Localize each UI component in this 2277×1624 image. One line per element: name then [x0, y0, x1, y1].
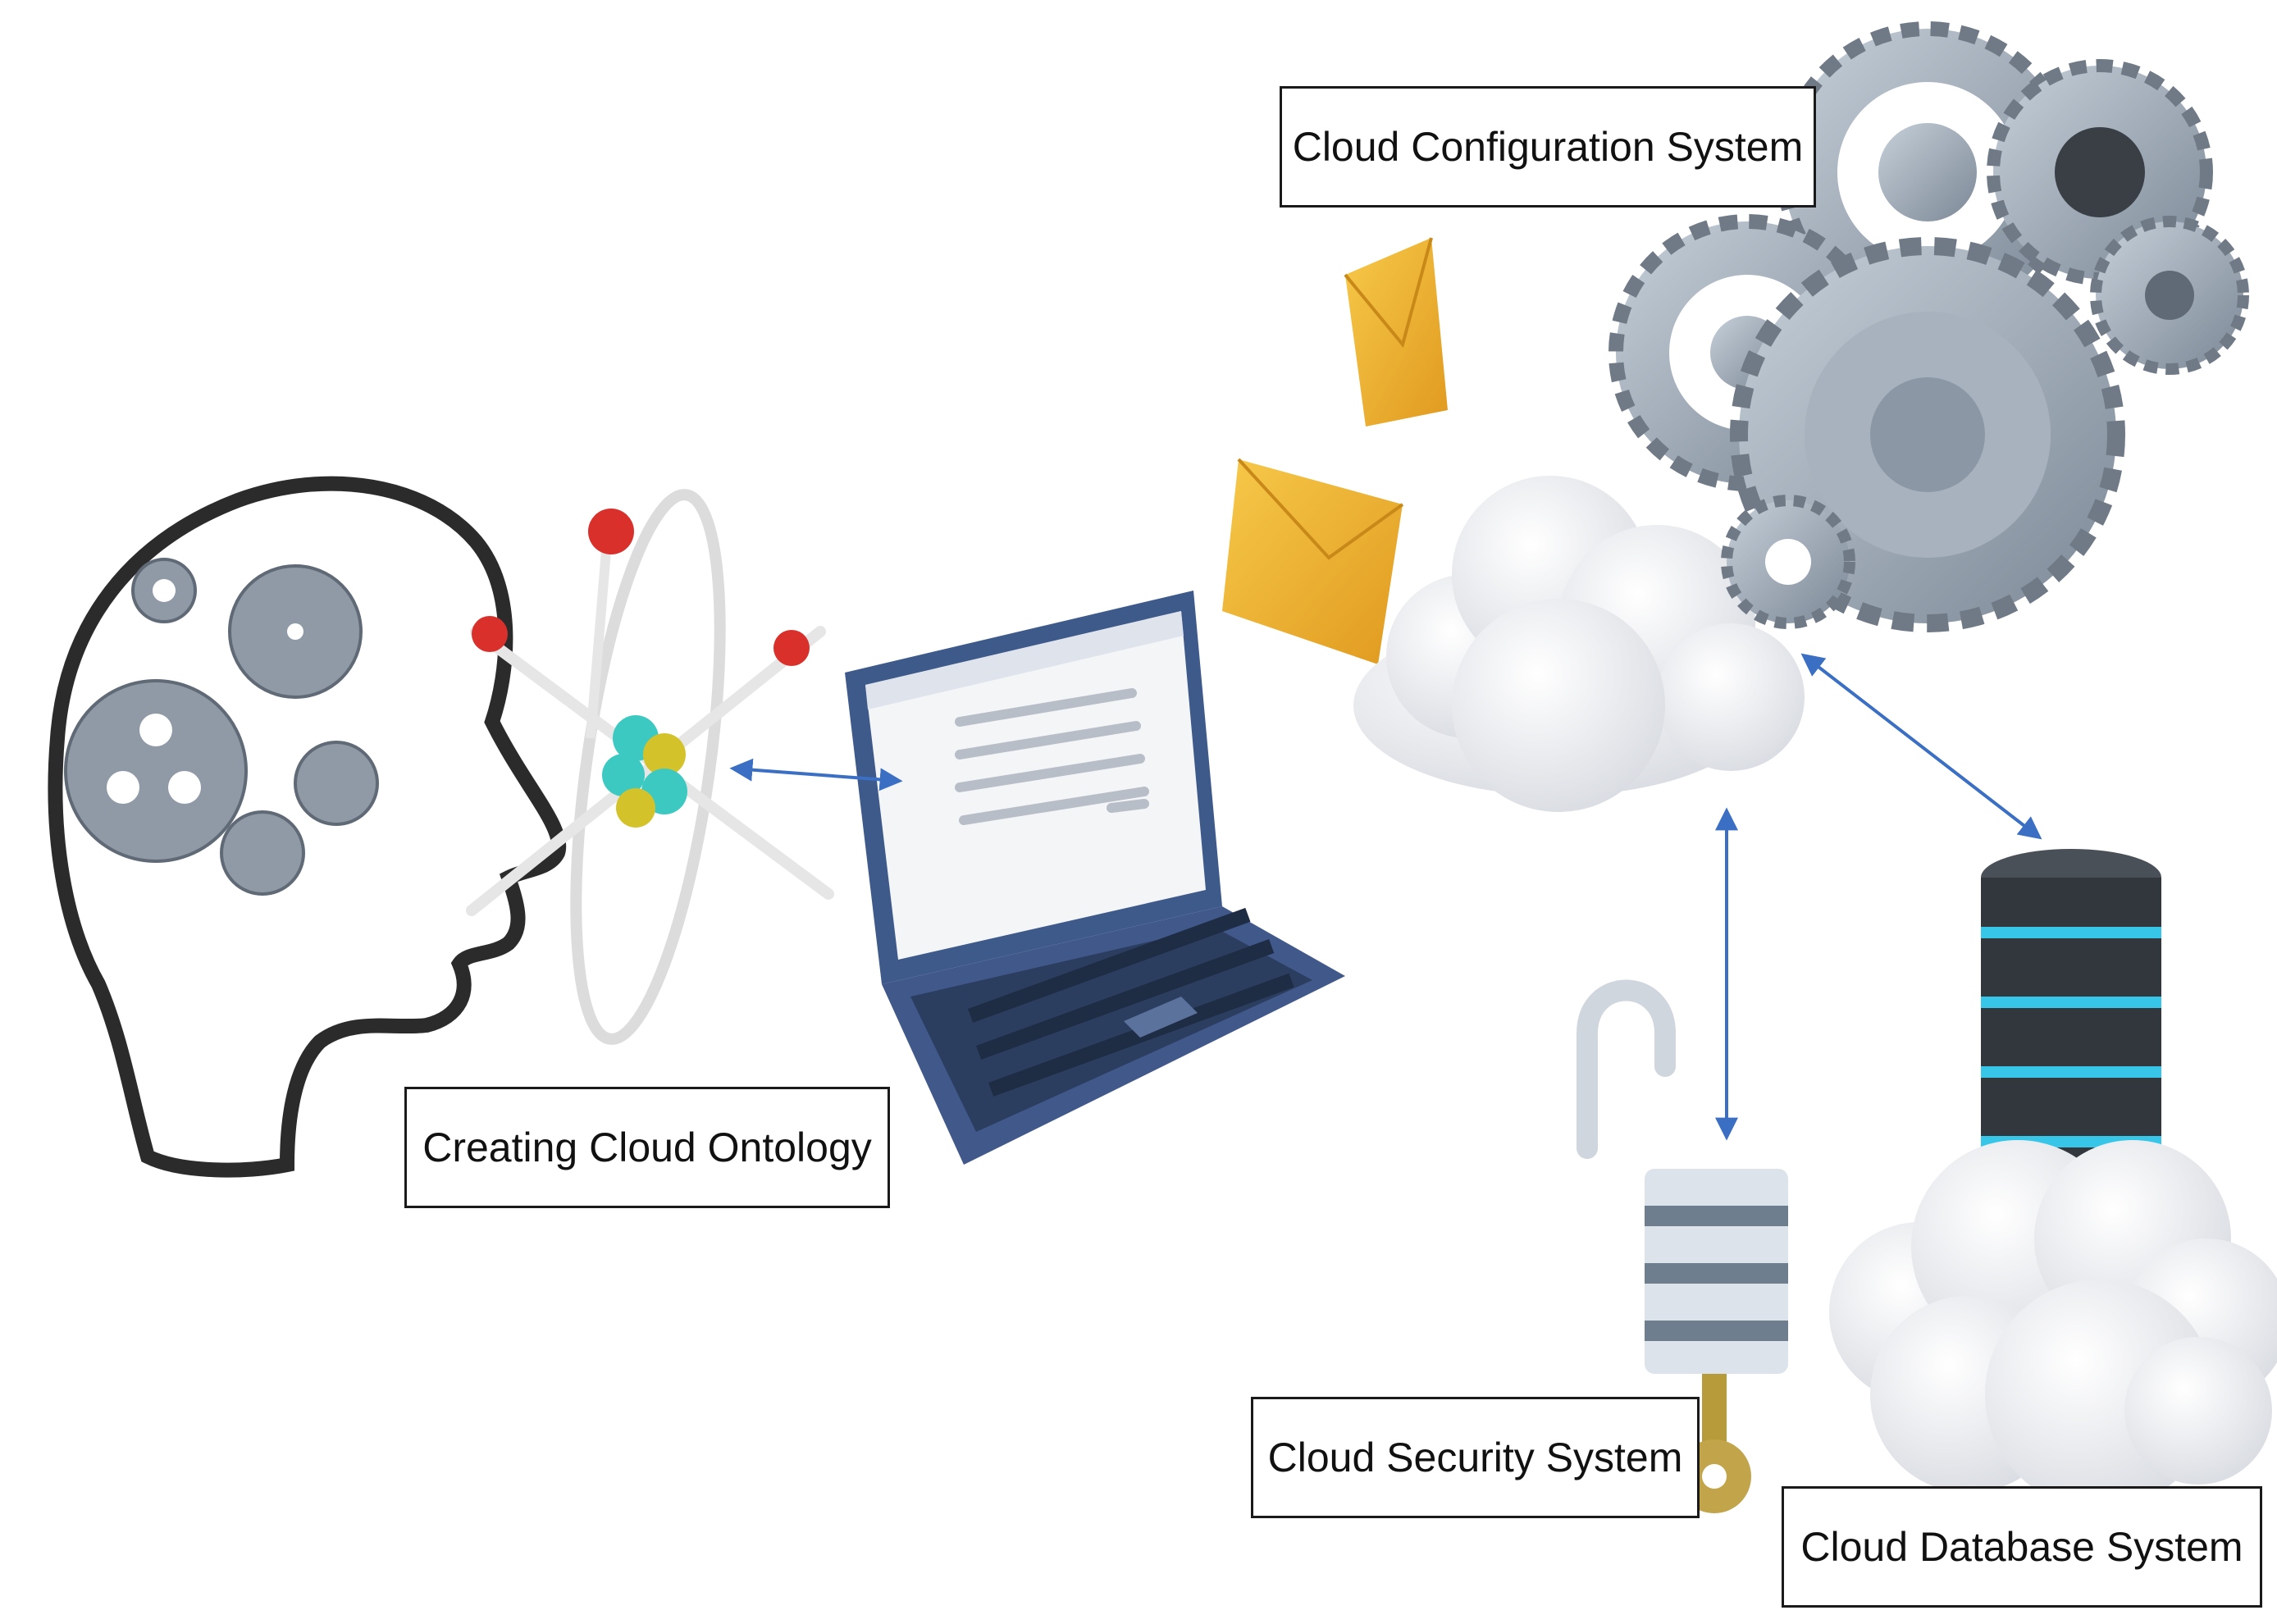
- cloud-icon: [1353, 476, 1805, 812]
- laptop-icon: [845, 591, 1345, 1165]
- label-cloud-security-system: Cloud Security System: [1251, 1397, 1700, 1518]
- envelope-icon: [1222, 237, 1448, 664]
- label-cloud-database-system: Cloud Database System: [1782, 1486, 2262, 1608]
- gears-icon: [1609, 21, 2249, 632]
- database-icon: [1829, 849, 2277, 1509]
- connectors: [729, 653, 2042, 1141]
- label-cloud-configuration-system: Cloud Configuration System: [1280, 86, 1816, 208]
- atom-icon: [466, 489, 834, 1045]
- padlock-icon: [1577, 979, 1788, 1374]
- head-with-gears-icon: [48, 476, 567, 1178]
- arrow-atom-laptop: [729, 758, 903, 791]
- label-creating-cloud-ontology: Creating Cloud Ontology: [404, 1087, 890, 1208]
- arrow-cloud-database: [1800, 653, 2042, 840]
